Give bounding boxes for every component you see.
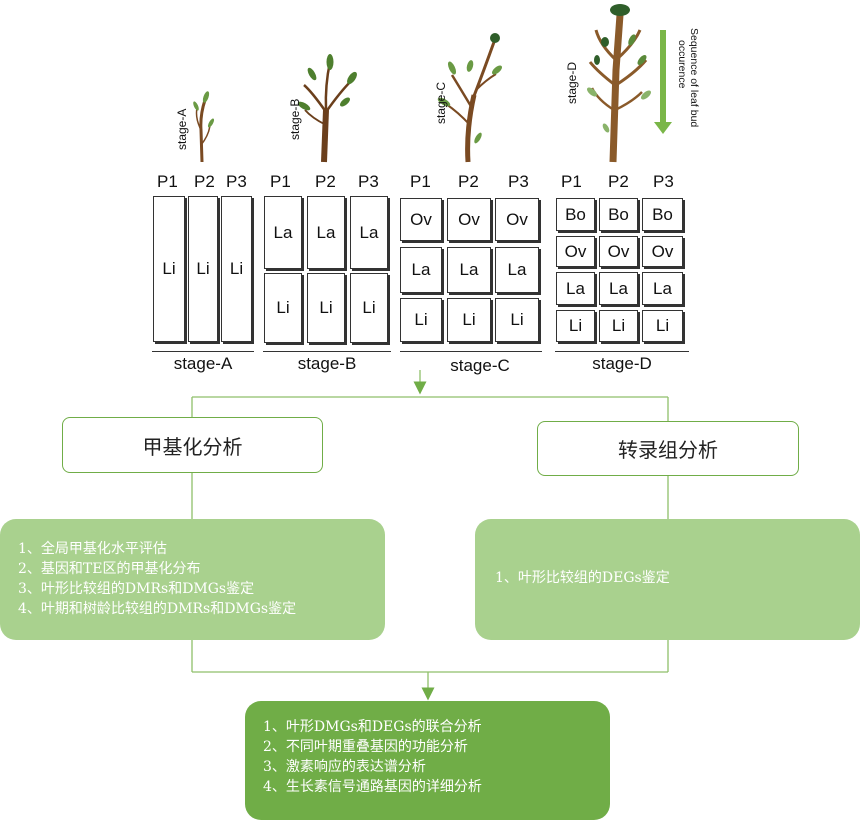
stage-c-cell: Li	[495, 298, 539, 342]
stage-b-header-p2: P2	[315, 172, 336, 191]
stage-b-cell: La	[350, 196, 388, 269]
stage-a-cell: Li	[188, 196, 218, 342]
methylation-step: 1、全局甲基化水平评估	[18, 541, 167, 557]
stage-a-underline	[152, 351, 254, 352]
stage-c-cell: Li	[447, 298, 491, 342]
stage-a-header-p1: P1	[157, 172, 178, 191]
stage-c-cell: La	[400, 247, 442, 293]
stage-a-cell: Li	[153, 196, 185, 342]
stage-c-caption: stage-C	[450, 356, 510, 375]
sequence-note-line1: Sequence of leaf bud	[688, 28, 700, 128]
stage-d-cell: La	[599, 272, 638, 305]
tree-illustrations	[193, 4, 672, 163]
stage-b-header-p3: P3	[358, 172, 379, 191]
sequence-note: Sequence of leaf bud occurence	[676, 28, 700, 127]
stage-b-header-p1: P1	[270, 172, 291, 191]
stage-b-caption: stage-B	[297, 354, 357, 373]
integration-step: 4、生长素信号通路基因的详细分析	[263, 779, 482, 795]
stage-d-cell: Li	[556, 310, 595, 342]
stage-b-cell: Li	[350, 273, 388, 343]
stage-b-cell: La	[264, 196, 302, 269]
tree-stage-b-icon	[297, 54, 357, 163]
stage-d-cell: Bo	[556, 198, 595, 231]
tree-stage-d-icon	[587, 4, 651, 163]
methylation-step: 3、叶形比较组的DMRs和DMGs鉴定	[18, 581, 255, 597]
stage-d-cell: Ov	[642, 236, 683, 267]
integration-step: 1、叶形DMGs和DEGs的联合分析	[263, 719, 482, 735]
stage-a-tree-label: stage-A	[175, 108, 189, 150]
stage-b-cell: Li	[307, 273, 345, 343]
stage-b-cell: Li	[264, 273, 302, 343]
stage-c-header-p3: P3	[508, 172, 529, 191]
stage-b-tree-label: stage-B	[288, 98, 302, 140]
stage-d-header-p1: P1	[561, 172, 582, 191]
stage-a-header-p2: P2	[194, 172, 215, 191]
integration-step: 3、激素响应的表达谱分析	[263, 759, 426, 775]
stage-c-cell: Ov	[400, 198, 442, 241]
stage-d-cell: La	[556, 272, 595, 305]
transcriptome-title: 转录组分析	[618, 438, 718, 462]
stage-a-caption: stage-A	[173, 354, 233, 373]
stage-c-header-p2: P2	[458, 172, 479, 191]
methylation-title: 甲基化分析	[142, 434, 243, 459]
stage-d-cell: Li	[599, 310, 638, 342]
stage-d-cell: Bo	[642, 198, 683, 231]
transcriptome-step: 1、叶形比较组的DEGs鉴定	[495, 570, 670, 586]
transcriptome-steps-box: 1、叶形比较组的DEGs鉴定	[475, 519, 860, 640]
sequence-note-line2: occurence	[676, 40, 688, 89]
stage-c-cell: Li	[400, 298, 442, 342]
stage-c-cell: Ov	[447, 198, 491, 241]
stage-c-tree-label: stage-C	[434, 81, 448, 124]
methylation-title-box: 甲基化分析	[62, 417, 323, 473]
stage-d-cell: Ov	[556, 236, 595, 267]
integration-step: 2、不同叶期重叠基因的功能分析	[263, 739, 468, 755]
stage-c-header-p1: P1	[410, 172, 431, 191]
stage-d-tree-label: stage-D	[565, 61, 579, 104]
methylation-step: 4、叶期和树龄比较组的DMRs和DMGs鉴定	[18, 601, 297, 617]
stage-b-cell: La	[307, 196, 345, 269]
sequence-arrow-icon	[654, 30, 672, 134]
stage-d-caption: stage-D	[592, 354, 652, 373]
stage-c-cell: La	[495, 247, 539, 293]
methylation-steps-box: 1、全局甲基化水平评估 2、基因和TE区的甲基化分布 3、叶形比较组的DMRs和…	[0, 519, 385, 640]
stage-a-header-p3: P3	[226, 172, 247, 191]
stage-d-header-p3: P3	[653, 172, 674, 191]
stage-c-cell: Ov	[495, 198, 539, 241]
stage-d-underline	[555, 351, 689, 352]
stage-d-cell: La	[642, 272, 683, 305]
stage-d-header-p2: P2	[608, 172, 629, 191]
stage-d-cell: Ov	[599, 236, 638, 267]
stage-a-cell: Li	[221, 196, 252, 342]
stage-d-cell: Li	[642, 310, 683, 342]
stage-b-underline	[263, 351, 391, 352]
integration-steps-box: 1、叶形DMGs和DEGs的联合分析 2、不同叶期重叠基因的功能分析 3、激素响…	[245, 701, 610, 820]
stage-d-cell: Bo	[599, 198, 638, 231]
methylation-step: 2、基因和TE区的甲基化分布	[18, 561, 201, 577]
tree-stage-a-icon	[193, 91, 215, 163]
transcriptome-title-box: 转录组分析	[537, 421, 799, 476]
stage-c-underline	[400, 351, 542, 352]
stage-c-cell: La	[447, 247, 491, 293]
tree-stage-c-icon	[437, 33, 502, 163]
